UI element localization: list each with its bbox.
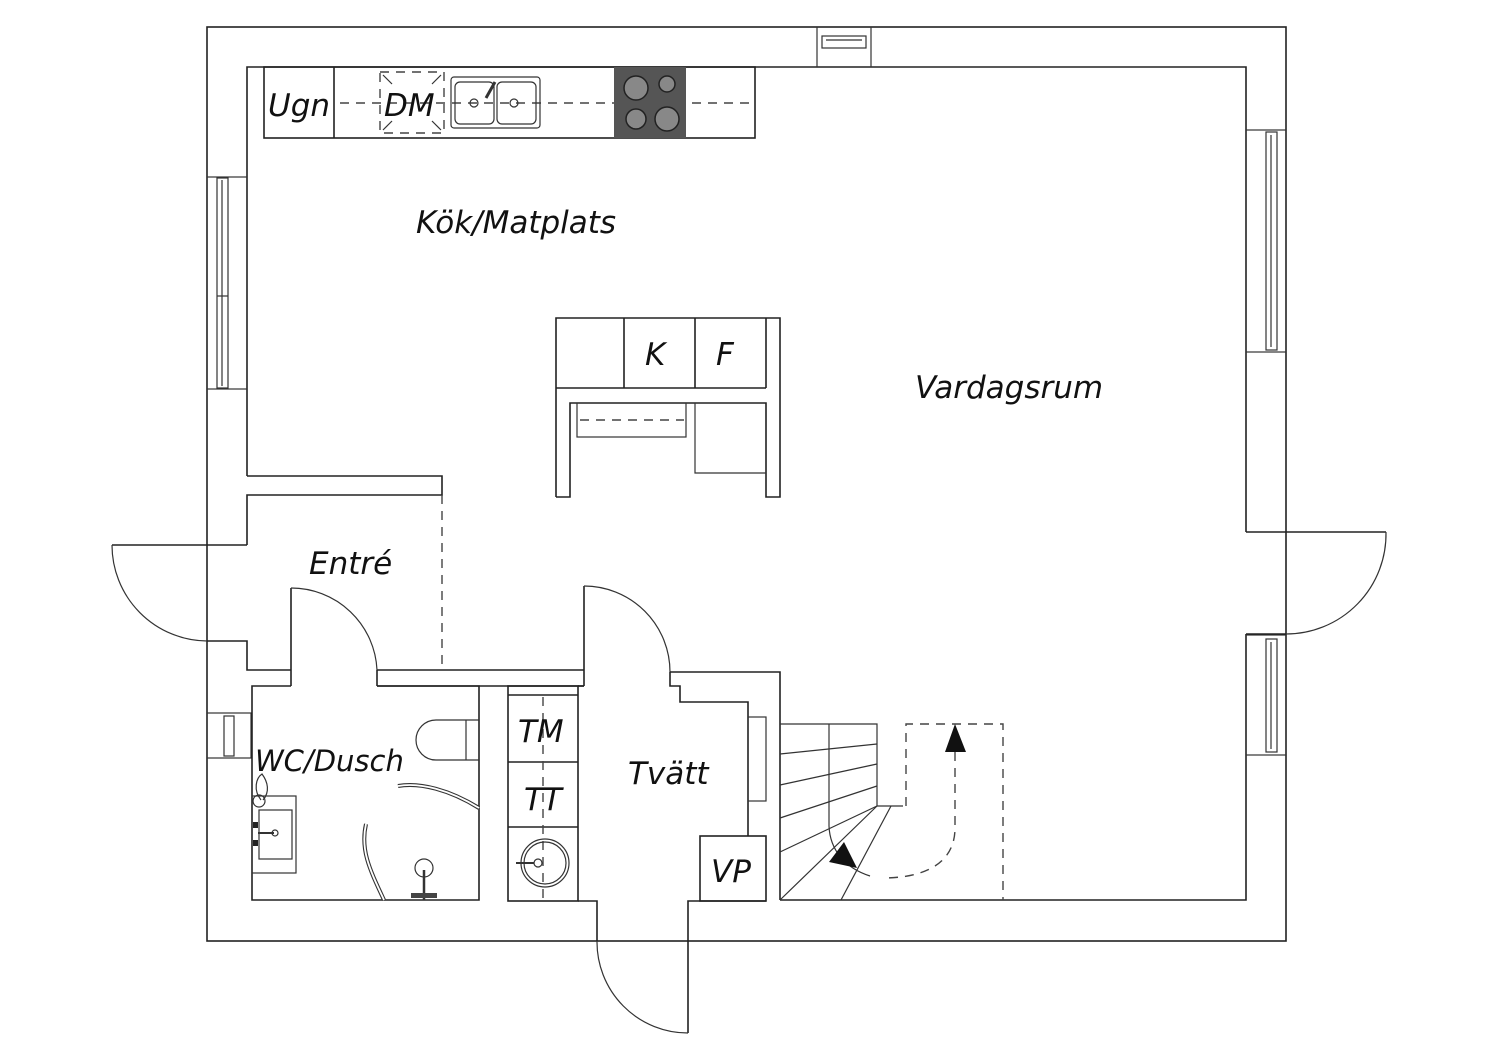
label-oven: Ugn: [268, 88, 330, 124]
window-right-lower: [1245, 634, 1287, 756]
outer-walls: [206, 26, 1287, 942]
label-heat-pump: VP: [711, 854, 751, 890]
window-left: [206, 176, 248, 390]
label-living-room: Vardagsrum: [915, 370, 1103, 406]
door-right: [1246, 531, 1387, 635]
window-top: [816, 26, 872, 68]
laundry: [507, 585, 781, 1033]
label-fridge: K: [645, 337, 668, 373]
window-bathroom: [206, 712, 252, 759]
label-bathroom: WC/Dusch: [255, 744, 404, 778]
label-dryer: TT: [524, 782, 564, 818]
fridge-unit: [555, 317, 781, 498]
door-entrance: [111, 544, 208, 642]
entrance-walls: [207, 475, 584, 687]
door-laundry-exit: [596, 940, 689, 1034]
label-kitchen: Kök/Matplats: [416, 205, 616, 241]
staircase: [779, 723, 1004, 901]
label-freezer: F: [716, 337, 735, 373]
label-entrance: Entré: [309, 546, 392, 582]
label-dishwasher: DM: [384, 88, 435, 124]
kitchen-counter: [263, 66, 756, 139]
label-laundry: Tvätt: [628, 756, 710, 792]
bathroom: [251, 587, 481, 901]
label-washer: TM: [518, 714, 564, 750]
window-right-upper: [1245, 129, 1287, 353]
